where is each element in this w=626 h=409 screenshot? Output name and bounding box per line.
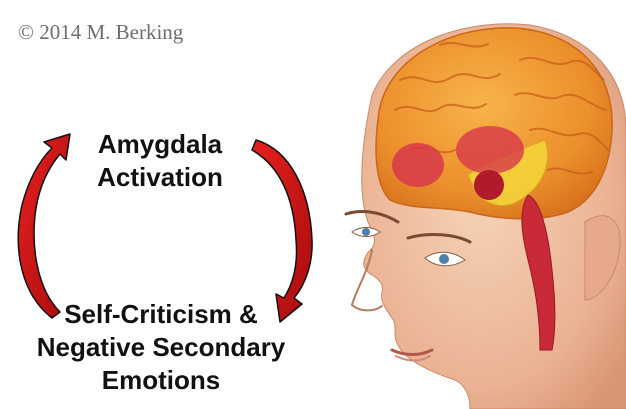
label-line: Activation — [97, 162, 223, 192]
label-line: Self-Criticism & — [0, 298, 322, 331]
cycle-arrow-right — [252, 140, 312, 322]
amygdala-marker — [474, 170, 504, 200]
amygdala-activation-label: Amygdala Activation — [60, 128, 260, 194]
self-criticism-label: Self-Criticism & Negative Secondary Emot… — [0, 298, 322, 397]
label-line: Emotions — [0, 364, 322, 397]
prefrontal-region — [392, 143, 444, 187]
head-illustration — [346, 24, 626, 409]
label-line: Amygdala — [98, 129, 222, 159]
copyright-notice: © 2014 M. Berking — [18, 20, 183, 45]
label-line: Negative Secondary — [0, 331, 322, 364]
